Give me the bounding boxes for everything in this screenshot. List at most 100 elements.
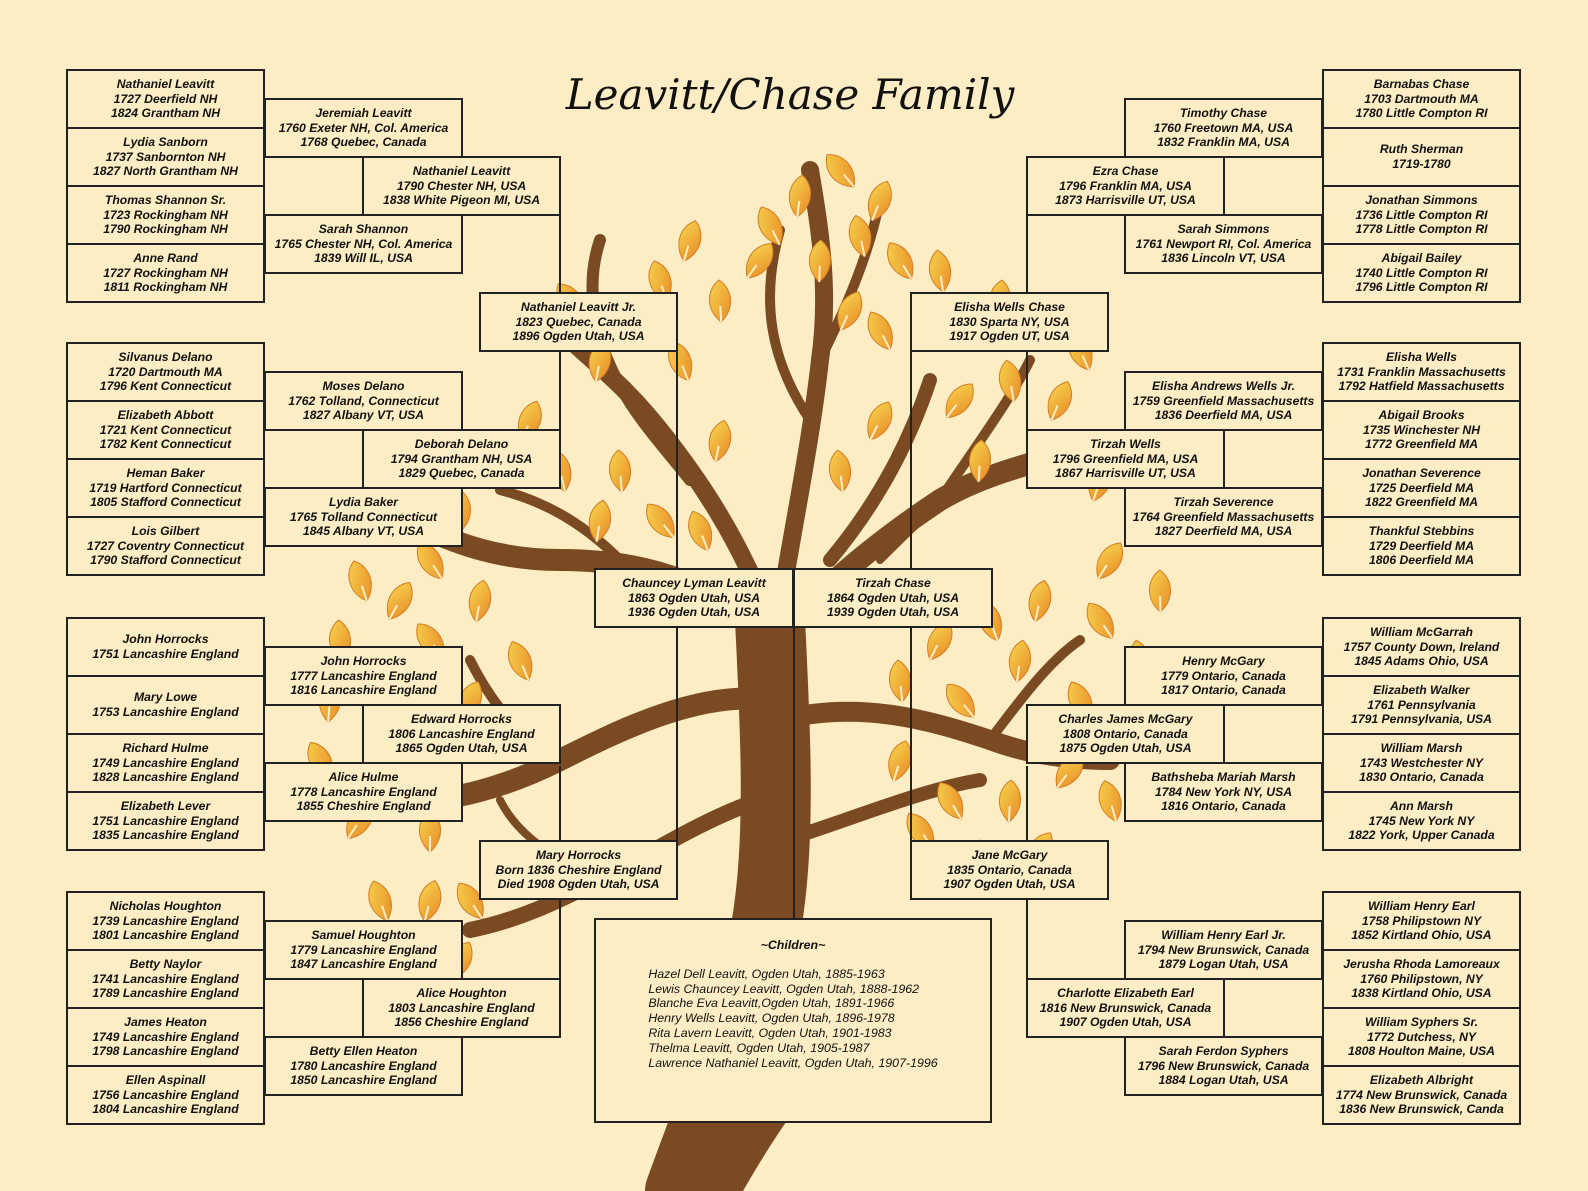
leaf-notch — [871, 205, 879, 221]
connector-line — [559, 900, 561, 980]
leaf-notch — [719, 305, 723, 323]
person-detail: 1823 Quebec, Canada — [515, 314, 642, 329]
connector-line — [559, 216, 561, 292]
person-detail: 1784 New York NY, USA — [1154, 784, 1293, 799]
connector-line — [676, 628, 678, 840]
person-name: Abigail Bailey — [1381, 250, 1462, 265]
leaf-notch — [952, 804, 962, 820]
person-detail: 1727 Rockingham NH — [103, 265, 228, 280]
leaf — [829, 449, 852, 493]
person-detail: 1737 Sanbornton NH — [105, 149, 226, 164]
leaf-notch — [681, 365, 690, 381]
child-item: Blanche Eva Leavitt,Ogden Utah, 1891-196… — [648, 996, 895, 1011]
person-detail: 1762 Tolland, Connecticut — [288, 393, 439, 408]
person-detail: 1736 Little Compton RI — [1355, 207, 1488, 222]
person-name: Mary Horrocks — [535, 847, 622, 862]
person-detail: 1827 Albany VT, USA — [302, 408, 425, 423]
leaf-notch — [381, 905, 389, 922]
person-detail: 1780 Lancashire England — [290, 1058, 437, 1073]
person-name: Ezra Chase — [1092, 163, 1159, 178]
child-item: Thelma Leavitt, Ogden Utah, 1905-1987 — [648, 1040, 870, 1055]
person-detail: 1765 Chester NH, Col. America — [274, 236, 453, 251]
leaf-notch — [595, 525, 601, 542]
person-detail: 1760 Exeter NH, Col. America — [278, 120, 449, 135]
person-name: Nathaniel Leavitt Jr. — [520, 299, 637, 314]
leaf-notch — [818, 265, 821, 283]
leaf — [368, 880, 392, 922]
person-name: Elizabeth Abbott — [117, 407, 214, 422]
person-detail: 1761 Pennsylvania — [1367, 697, 1476, 712]
person-detail: 1835 Lancashire England — [92, 828, 239, 843]
leaf — [945, 383, 974, 419]
leaf-notch — [472, 904, 483, 919]
person-detail: 1751 Lancashire England — [92, 647, 239, 661]
person-detail: 1867 Harrisville UT, USA — [1055, 466, 1196, 481]
leaf-notch — [701, 535, 709, 551]
person-detail: 1790 Stafford Connecticut — [90, 553, 241, 568]
person-detail: 1779 Lancashire England — [290, 942, 437, 957]
person-name: Elizabeth Albright — [1369, 1072, 1474, 1087]
connector-line — [559, 766, 561, 840]
leaf-notch — [560, 475, 566, 492]
person-detail: 1896 Ogden Utah, USA — [512, 329, 645, 344]
person-detail: 1838 White Pigeon MI, USA — [382, 193, 541, 208]
person-detail: 1845 Albany VT, USA — [302, 524, 425, 539]
person-detail: 1772 Dutchess, NY — [1366, 1029, 1477, 1044]
leaf — [998, 359, 1022, 403]
person-detail: Born 1836 Cheshire England — [495, 862, 662, 877]
person-detail: 1794 Grantham NH, USA — [390, 451, 533, 466]
person-detail: 1808 Ontario, Canada — [1063, 726, 1188, 741]
person-name: Abigail Brooks — [1378, 407, 1465, 422]
leaf — [1086, 602, 1114, 639]
person-detail: 1778 Lancashire England — [290, 784, 437, 799]
person-detail: 1729 Deerfield MA — [1369, 538, 1474, 553]
leaf-notch — [714, 445, 720, 462]
leaf-notch — [347, 824, 358, 839]
leaf — [468, 579, 492, 623]
leaf — [1008, 639, 1032, 683]
child-item: Hazel Dell Leavitt, Ogden Utah, 1885-196… — [648, 966, 885, 981]
leaf-notch — [1007, 805, 1011, 823]
person-detail: 1764 Greenfield Massachusetts — [1132, 509, 1315, 524]
person-detail: 1778 Little Compton RI — [1355, 222, 1488, 237]
person-detail: 1757 County Down, Ireland — [1343, 639, 1500, 654]
person-detail: 1751 Lancashire England — [92, 813, 239, 828]
person-detail: 1847 Lancashire England — [290, 957, 437, 972]
person-detail: 1845 Adams Ohio, USA — [1354, 654, 1489, 669]
person-detail: 1760 Freetown MA, USA — [1153, 120, 1294, 135]
person-detail: 1792 Hatfield Massachusetts — [1338, 379, 1505, 394]
leaf — [1047, 381, 1073, 421]
leaf — [708, 419, 732, 463]
leaf-notch — [771, 229, 781, 246]
person-name: Lydia Sanborn — [123, 134, 208, 149]
person-detail: 1827 North Grantham NH — [93, 164, 238, 179]
person-box: Nathaniel Leavitt Jr.1823 Quebec, Canada… — [479, 292, 678, 352]
person-detail: 1765 Tolland Connecticut — [289, 509, 438, 524]
person-detail: 1703 Dartmouth MA — [1364, 91, 1479, 106]
person-detail: 1758 Philipstown NY — [1361, 913, 1482, 928]
person-detail: 1740 Little Compton RI — [1355, 265, 1488, 280]
person-name: Sarah Ferdon Syphers — [1158, 1043, 1289, 1058]
leaf-notch — [929, 644, 939, 661]
connector-line — [910, 628, 912, 840]
person-detail: 1791 Pennsylvania, USA — [1351, 712, 1492, 727]
